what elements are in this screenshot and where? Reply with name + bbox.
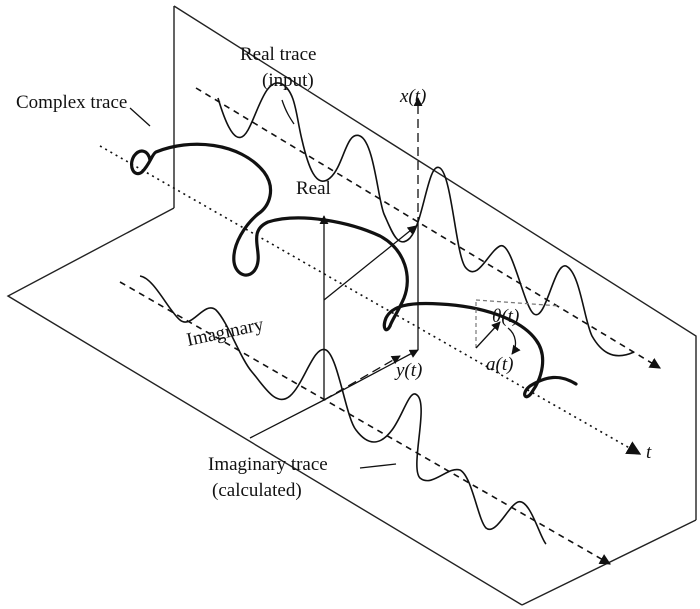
complex-trace-helix-3: [382, 301, 578, 399]
y-t-projection: [323, 355, 401, 401]
y-t-label: y(t): [394, 360, 422, 381]
real-trace-axis: [195, 87, 661, 369]
imaginary-trace-label-line2: (calculated): [212, 480, 302, 501]
a-t-guide-diagonal: [475, 299, 561, 307]
theta-t-label: θ(t): [492, 306, 519, 327]
complex-trace-label: Complex trace: [16, 92, 127, 113]
imaginary-trace-axis: [119, 281, 611, 565]
complex-trace-helix-2: [232, 212, 409, 328]
real-plane: [173, 5, 697, 520]
complex-trace-leader: [129, 107, 151, 127]
imaginary-plane: [6, 207, 697, 606]
real-trace-label-line2: (input): [262, 70, 314, 91]
a-t-vector: [475, 321, 501, 349]
imaginary-trace-label-line1: Imaginary trace: [208, 454, 328, 475]
real-trace-leader: [281, 99, 295, 125]
a-t-label: a(t): [486, 354, 513, 375]
real-to-imag-link: [323, 225, 417, 301]
theta-arc: [507, 327, 521, 355]
imaginary-trace-curve: [139, 275, 547, 545]
imaginary-axis-label: Imaginary: [185, 314, 266, 351]
real-trace-label-line1: Real trace: [240, 44, 316, 65]
time-axis: [99, 145, 642, 455]
complex-trace-helix-1: [129, 142, 273, 216]
x-t-label: x(t): [399, 86, 426, 107]
imaginary-trace-leader: [359, 463, 397, 469]
real-axis-label: Real: [296, 178, 331, 199]
t-axis-label: t: [646, 442, 652, 463]
